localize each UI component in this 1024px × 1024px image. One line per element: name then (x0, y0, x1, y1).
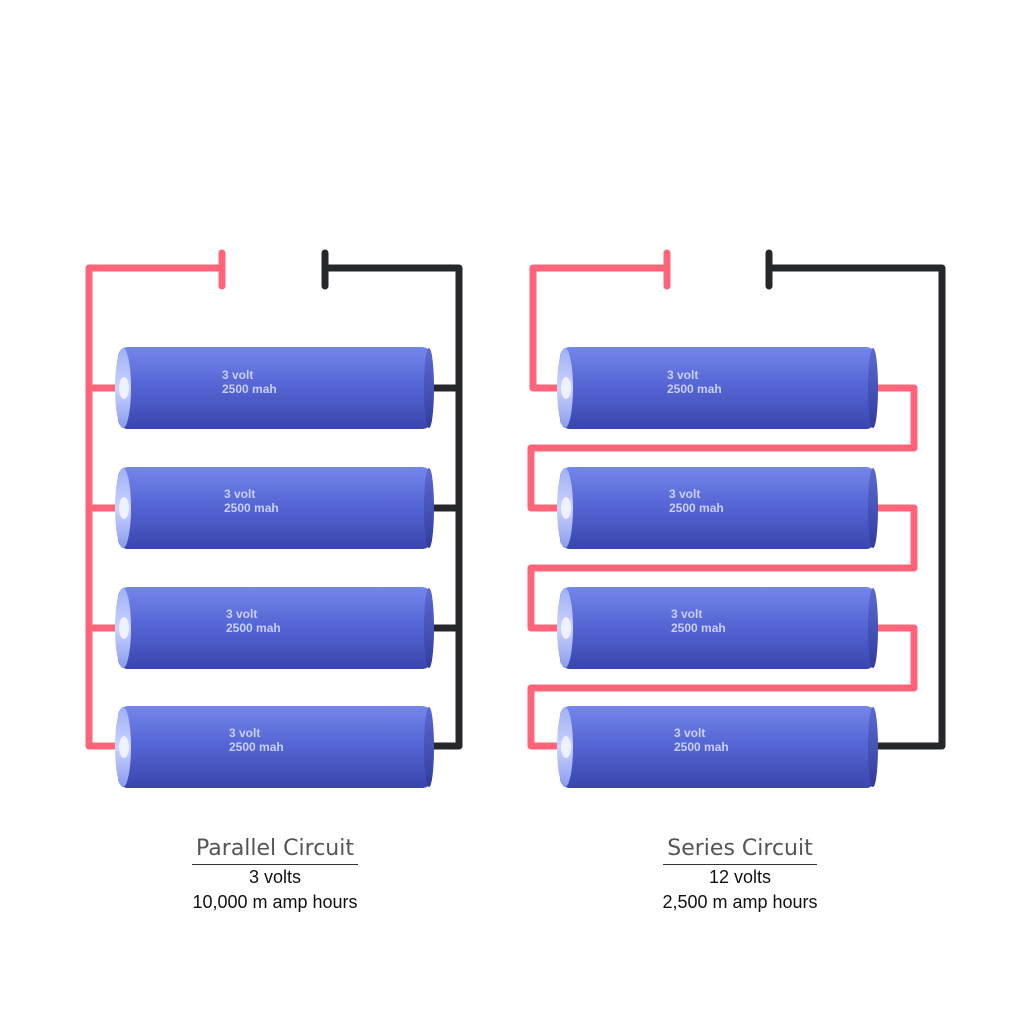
cell-capacity-label: 2500 mah (226, 621, 281, 635)
series-link-2 (527, 504, 918, 632)
battery-cell: 3 volt 2500 mah (557, 706, 878, 788)
cell-capacity-label: 2500 mah (669, 501, 724, 515)
series-wires (527, 249, 946, 750)
battery-cell: 3 volt 2500 mah (115, 467, 434, 549)
parallel-capacity: 10,000 m amp hours (192, 892, 358, 912)
parallel-positive-wire (85, 264, 226, 750)
cell-capacity-label: 2500 mah (229, 740, 284, 754)
cell-voltage-label: 3 volt (667, 368, 698, 382)
cell-voltage-label: 3 volt (222, 368, 253, 382)
parallel-negative-wire (321, 264, 463, 750)
series-link-1 (527, 384, 918, 512)
series-title: Series Circuit (663, 836, 817, 865)
battery-cell: 3 volt 2500 mah (115, 706, 434, 788)
cell-voltage-label: 3 volt (229, 726, 260, 740)
battery-cell: 3 volt 2500 mah (115, 347, 434, 429)
series-caption: Series Circuit 12 volts 2,500 m amp hour… (595, 836, 885, 915)
cell-voltage-label: 3 volt (226, 607, 257, 621)
cell-capacity-label: 2500 mah (222, 382, 277, 396)
cell-capacity-label: 2500 mah (671, 621, 726, 635)
parallel-wires (85, 249, 463, 750)
battery-cell: 3 volt 2500 mah (557, 587, 878, 669)
parallel-title: Parallel Circuit (192, 836, 358, 865)
cell-capacity-label: 2500 mah (224, 501, 279, 515)
series-voltage: 12 volts (708, 867, 772, 887)
battery-cell: 3 volt 2500 mah (557, 347, 878, 429)
cell-voltage-label: 3 volt (669, 487, 700, 501)
series-negative-wire (765, 264, 946, 750)
cell-voltage-label: 3 volt (671, 607, 702, 621)
series-positive-wire (529, 264, 671, 392)
series-capacity: 2,500 m amp hours (662, 892, 818, 912)
parallel-voltage: 3 volts (248, 867, 302, 887)
battery-cell: 3 volt 2500 mah (115, 587, 434, 669)
cell-voltage-label: 3 volt (674, 726, 705, 740)
parallel-cells: 3 volt 2500 mah 3 volt 2500 mah 3 volt 2… (115, 347, 434, 788)
cell-voltage-label: 3 volt (224, 487, 255, 501)
series-cells: 3 volt 2500 mah 3 volt 2500 mah 3 volt 2… (557, 347, 878, 788)
battery-cell: 3 volt 2500 mah (557, 467, 878, 549)
cell-capacity-label: 2500 mah (674, 740, 729, 754)
series-link-3 (527, 624, 918, 750)
parallel-caption: Parallel Circuit 3 volts 10,000 m amp ho… (130, 836, 420, 915)
cell-capacity-label: 2500 mah (667, 382, 722, 396)
